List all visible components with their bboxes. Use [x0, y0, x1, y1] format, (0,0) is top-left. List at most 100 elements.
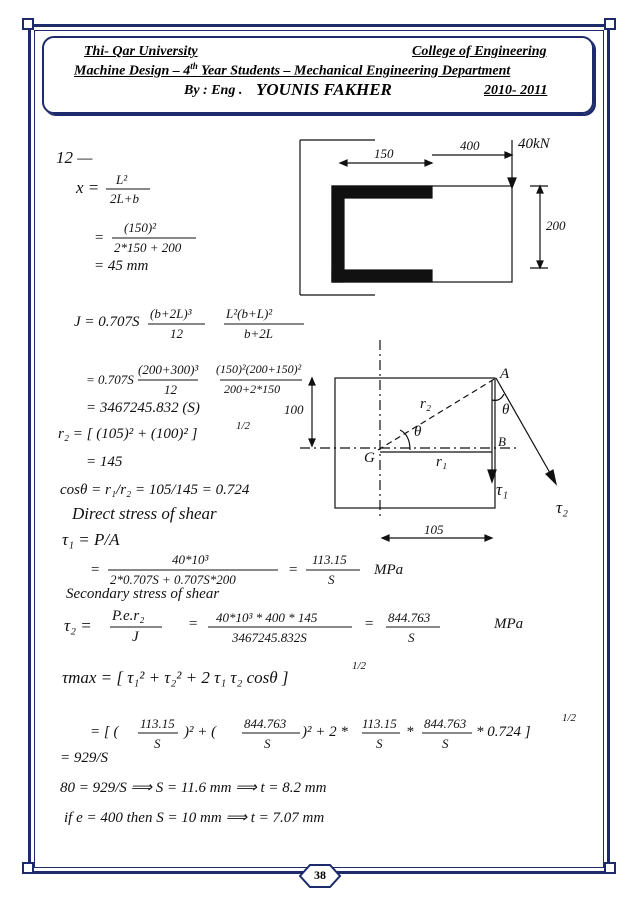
tau2-label: τ₂ — [556, 498, 568, 517]
tmax-sub-close: * 0.724 ] — [476, 724, 531, 740]
j-sub1-num: (200+300)³ — [138, 362, 199, 377]
stress-vector-figure — [300, 340, 558, 542]
r2-exponent: 1/2 — [236, 420, 251, 432]
tau2-res-num: 844.763 — [388, 610, 431, 625]
corner-ornament-tl — [22, 18, 34, 30]
weld-top-left — [331, 185, 433, 283]
dim-400-label: 400 — [460, 138, 480, 153]
tau-max-exponent: 1/2 — [352, 660, 367, 672]
tmax-sub-mid3: * — [406, 724, 414, 740]
tmax-sub-exponent: 1/2 — [562, 712, 577, 724]
page-number-badge — [298, 864, 342, 888]
tau1-label: τ₁ — [496, 480, 508, 499]
x-formula: x = — [76, 178, 100, 197]
tau1-sub-eq: = — [90, 562, 101, 578]
tau-max-result: = 929/S — [60, 750, 109, 766]
fraction-bars — [106, 188, 472, 734]
x-result: = 45 mm — [94, 258, 149, 274]
j-term2-num: L²(b+L)² — [226, 306, 273, 321]
r2-result: = 145 — [86, 454, 123, 470]
tau2-unit: MPa — [494, 616, 524, 632]
author-name: YOUNIS FAKHER — [256, 80, 392, 99]
j-term1-num: (b+2L)³ — [150, 306, 192, 321]
tau2-sub-den: 3467245.832S — [232, 630, 307, 645]
course-post: Year Students – Mechanical Engineering D… — [197, 63, 511, 79]
x-sub-num: (150)² — [124, 220, 157, 235]
tau1-equation: τ₁ = P/A — [62, 530, 120, 549]
tau2-eq: τ₂ = — [64, 616, 92, 635]
tau1-res-den: S — [328, 572, 335, 587]
j-term1-den: 12 — [170, 326, 183, 341]
load-label: 40kN — [518, 136, 550, 152]
corner-ornament-tr — [604, 18, 616, 30]
academic-years: 2010- 2011 — [484, 83, 548, 98]
j-sub1-den: 12 — [164, 382, 177, 397]
university-name: Thi- Qar University — [84, 44, 198, 59]
course-line: Machine Design – 4th Year Students – Mec… — [74, 61, 510, 80]
tmax-sub-mid1: )² + ( — [184, 724, 217, 740]
tau2-sub-eq: = — [188, 616, 199, 632]
tau1-res-eq: = — [288, 562, 299, 578]
tmax-sub-a-den: S — [154, 736, 161, 751]
problem-number: 12 — — [56, 148, 93, 167]
direct-stress-title: Direct stress of shear — [72, 504, 217, 523]
corner-ornament-bl — [22, 862, 34, 874]
dim-200-label: 200 — [546, 218, 566, 233]
tau2-den: J — [132, 629, 139, 645]
course-pre: Machine Design – 4 — [74, 63, 191, 79]
cos-theta-equation: cosθ = r₁/r₂ = 105/145 = 0.724 — [60, 482, 250, 498]
secondary-stress-title: Secondary stress of shear — [66, 586, 220, 602]
tmax-sub-d-num: 844.763 — [424, 716, 467, 731]
tau2-sub-num: 40*10³ * 400 * 145 — [216, 610, 318, 625]
page-number: 38 — [314, 868, 326, 882]
bracket-plate — [331, 185, 513, 283]
tau2-res-den: S — [408, 630, 415, 645]
tmax-sub-mid2: )² + 2 * — [302, 724, 348, 740]
tmax-sub-c-num: 113.15 — [362, 716, 397, 731]
dim-100-label: 100 — [284, 402, 304, 417]
tmax-sub-b-den: S — [264, 736, 271, 751]
tau2-num: P.e.r₂ — [112, 608, 145, 624]
page-header: Thi- Qar University College of Engineeri… — [42, 36, 594, 114]
dim-150-label: 150 — [374, 146, 394, 161]
point-a-label: A — [500, 366, 510, 382]
point-g-label: G — [364, 450, 375, 466]
r1-label: r₁ — [436, 454, 448, 470]
tau2-res-eq: = — [364, 616, 375, 632]
weld-bracket-figure — [299, 139, 548, 296]
tmax-sub-c-den: S — [376, 736, 383, 751]
j-term2-den: b+2L — [244, 326, 274, 341]
r2-equation: r₂ = [ (105)² + (100)² ] — [58, 426, 198, 442]
theta-label-a: θ — [502, 402, 510, 418]
j-sub-prefix: = 0.707S — [86, 372, 134, 387]
x-frac-num: L² — [116, 172, 128, 187]
dim-105-label: 105 — [424, 522, 444, 537]
weld-bottom — [331, 269, 433, 283]
tmax-sub-d-den: S — [442, 736, 449, 751]
size-result-line: 80 = 929/S ⟹ S = 11.6 mm ⟹ t = 8.2 mm — [60, 780, 327, 796]
tau1-sub-num: 40*10³ — [172, 552, 209, 567]
tmax-sub-a-num: 113.15 — [140, 716, 175, 731]
j-sub2-den: 200+2*150 — [224, 382, 281, 396]
point-b-label: B — [498, 434, 506, 449]
author-prefix: By : Eng . — [184, 83, 243, 98]
tau1-unit: MPa — [374, 562, 404, 578]
j-result: = 3467245.832 (S) — [86, 400, 200, 416]
theta-label-g: θ — [414, 424, 422, 440]
alternate-case-line: if e = 400 then S = 10 mm ⟹ t = 7.07 mm — [64, 810, 325, 826]
r2-label: r₂ — [420, 396, 432, 412]
tmax-sub-open: = [ ( — [90, 724, 119, 740]
tmax-sub-b-num: 844.763 — [244, 716, 287, 731]
tau1-sub-den: 2*0.707S + 0.707S*200 — [110, 572, 236, 587]
tau1-res-num: 113.15 — [312, 552, 347, 567]
j-label: J = 0.707S — [74, 314, 140, 330]
x-sub-eq: = — [94, 230, 105, 246]
course-sup: th — [190, 61, 198, 71]
college-name: College of Engineering — [412, 44, 547, 59]
x-frac-den: 2L+b — [110, 191, 140, 206]
corner-ornament-br — [604, 862, 616, 874]
x-sub-den: 2*150 + 200 — [114, 240, 182, 255]
tau-max-equation: τmax = [ τ₁² + τ₂² + 2 τ₁ τ₂ cosθ ] — [62, 668, 289, 687]
j-sub2-num: (150)²(200+150)² — [216, 362, 302, 376]
